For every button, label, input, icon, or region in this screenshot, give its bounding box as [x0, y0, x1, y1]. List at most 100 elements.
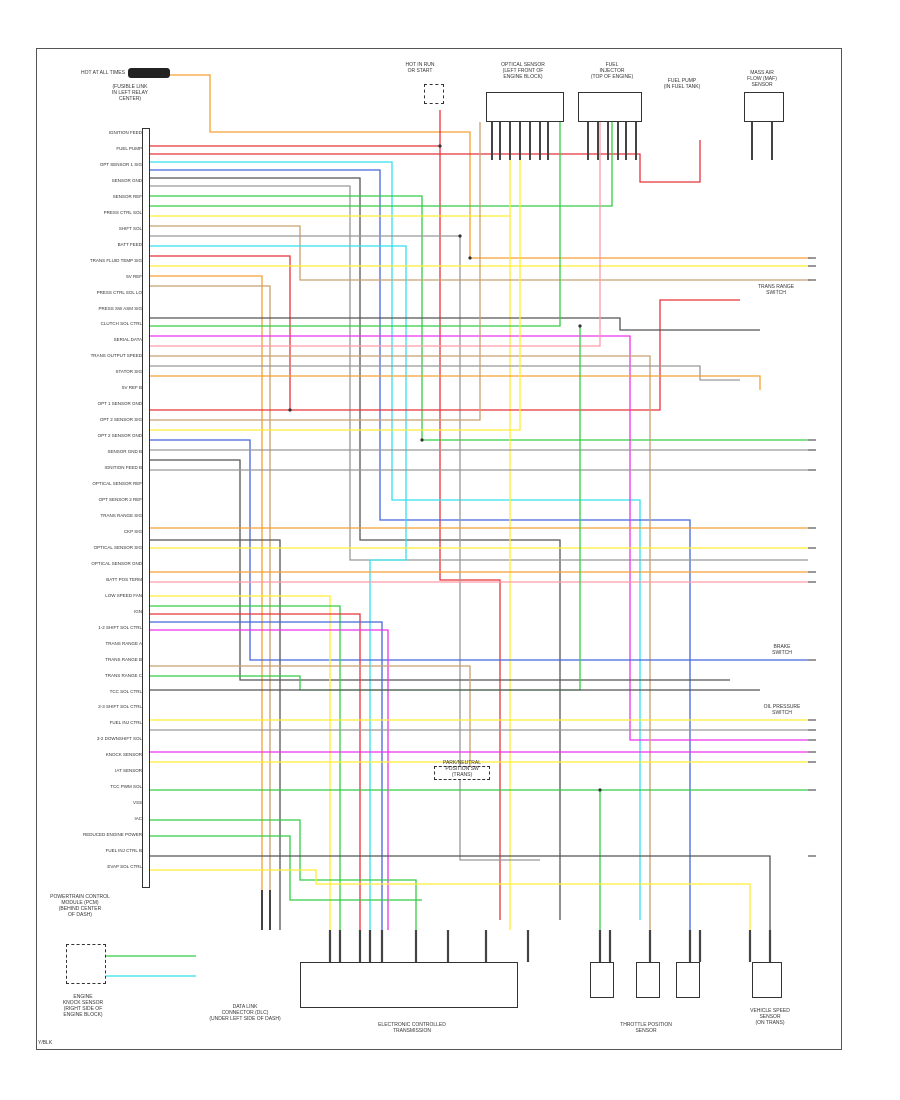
wire-51 — [150, 855, 771, 930]
pcm-pin-label: PRESS CTRL SOL LO — [96, 289, 142, 295]
wire-32 — [150, 539, 281, 930]
pcm-pin-label: TRANS RANGE A — [105, 640, 142, 646]
diagram-frame — [36, 48, 842, 1050]
wire-40 — [150, 629, 389, 930]
pcm-pin-label: 2-3 SHIFT SOL CTRL — [98, 704, 142, 710]
fuel-pump-label: FUEL PUMP (IN FUEL TANK) — [663, 78, 701, 90]
splice-dot-2 — [420, 438, 424, 442]
pcm-pin-label: 5V REF B — [121, 385, 142, 391]
pcm-pin-label: 1-2 SHIFT SOL CTRL — [98, 624, 142, 630]
pcm-pin-label: TRANS RANGE C — [104, 672, 142, 678]
knock-sensor-symbol — [66, 944, 106, 984]
wire-18 — [150, 122, 561, 327]
pcm-pin-label: KNOCK SENSOR — [105, 752, 142, 758]
vehicle-speed-caption: VEHICLE SPEED SENSOR (ON TRANS) — [750, 1008, 790, 1026]
wire-36 — [150, 595, 331, 930]
wire-16 — [150, 285, 271, 930]
fuel-injector-connector — [578, 92, 642, 122]
wire-4 — [150, 169, 691, 930]
pcm-pin-label: OPT 2 SENSOR GND — [97, 433, 142, 439]
pcm-pin-label: REDUCED ENGINE POWER — [82, 832, 142, 838]
wire-29 — [150, 459, 730, 681]
pcm-pin-label: OPT 1 SENSOR GND — [97, 401, 142, 407]
pcm-pin-label: SHIFT SOL — [118, 225, 142, 231]
pcm-pin-label: PRESS SW ASM SIG — [98, 305, 142, 311]
fuel-injector-label: FUEL INJECTOR (TOP OF ENGINE) — [590, 62, 634, 80]
wire-21 — [150, 355, 651, 962]
pcm-pin-label: OPT SENSOR 2 REF — [98, 497, 142, 503]
pcm-caption: POWERTRAIN CONTROL MODULE (PCM) (BEHIND … — [50, 894, 110, 918]
trans-range-switch-label: TRANS RANGE SWITCH — [757, 284, 795, 296]
maf-sensor-connector — [744, 92, 784, 122]
park-neutral-switch — [434, 766, 490, 780]
splice-dot-4 — [288, 408, 292, 412]
wire-8 — [150, 122, 613, 207]
pcm-pin-label: CKP SIG — [123, 528, 142, 534]
pcm-pin-label: OPTICAL SENSOR GND — [91, 560, 142, 566]
pcm-pin-label: TCC PWM SOL — [110, 784, 142, 790]
pcm-pin-label: LOW SPEED FAN — [105, 592, 142, 598]
wire-15 — [150, 275, 263, 930]
pcm-pin-label: SERIAL DATA — [113, 337, 142, 343]
wire-49 — [150, 819, 417, 930]
wire-2 — [150, 140, 701, 183]
pcm-pin-label: SENSOR GND B — [107, 449, 142, 455]
hot-in-run-label: HOT IN RUN OR START — [405, 62, 435, 74]
wire-19 — [150, 335, 808, 741]
wire-22 — [150, 365, 740, 381]
wire-1 — [150, 110, 501, 920]
pcm-pin-label: BATT POS TERM — [106, 576, 142, 582]
wire-52 — [150, 869, 751, 960]
splice-dot-3 — [598, 788, 602, 792]
pcm-pin-label: PRESS CTRL SOL — [103, 209, 142, 215]
pcm-pin-label: FUEL INJ CTRL — [109, 720, 142, 726]
brake-switch-label: BRAKE SWITCH — [772, 644, 792, 656]
pcm-pin-label: SENSOR REF — [112, 193, 142, 199]
wire-20 — [150, 122, 601, 347]
pcm-pin-label: OPT 2 SENSOR SIG — [99, 417, 142, 423]
wire-25 — [150, 122, 481, 421]
pcm-pin-label: VSS — [132, 800, 142, 806]
pcm-pin-label: TRANS RANGE SIG — [100, 512, 142, 518]
tps-sensor-b — [636, 962, 660, 998]
pcm-pin-label: STATOR SIG — [115, 369, 142, 375]
pcm-pin-label: SENSOR GND — [111, 177, 142, 183]
pcm-pin-label: IGNITION FEED B — [104, 465, 142, 471]
wire-23 — [150, 375, 761, 390]
splice-dot-5 — [578, 324, 582, 328]
pcm-pin-label: IAT SENSOR — [115, 768, 142, 774]
wire-26 — [150, 122, 521, 431]
corner-code: Y/BLK — [38, 1040, 53, 1046]
optical-sensor-connector — [486, 92, 564, 122]
pcm-pin-label: OPT SENSOR 1 SIG — [99, 161, 142, 167]
wire-39 — [150, 621, 383, 930]
pcm-pin-label: 3-2 DOWNSHIFT SOL — [96, 736, 142, 742]
pcm-pin-label: OPTICAL SENSOR REF — [92, 481, 142, 487]
pcm-pin-label: TRANS OUTPUT SPEED — [90, 353, 142, 359]
pcm-pin-label: TRANS RANGE B — [105, 656, 142, 662]
wire-5 — [150, 177, 561, 920]
transmission-caption: ELECTRONIC CONTROLLED TRANSMISSION — [378, 1022, 446, 1034]
optical-sensor-label: OPTICAL SENSOR (LEFT FRONT OF ENGINE BLO… — [501, 62, 545, 80]
pcm-pin-label: OPTICAL SENSOR SIG — [93, 544, 142, 550]
wire-3 — [150, 161, 641, 920]
tps-sensor-a — [590, 962, 614, 998]
wire-12 — [150, 245, 407, 930]
splice-dot-1 — [468, 256, 472, 260]
throttle-position-caption: THROTTLE POSITION SENSOR — [620, 1022, 672, 1034]
wire-10 — [150, 225, 810, 281]
ignition-switch-symbol — [424, 84, 444, 104]
pcm-pin-label: TRANS FLUID TEMP SIG — [89, 257, 142, 263]
pcm-pin-label: TCC SOL CTRL — [109, 688, 142, 694]
pcm-pin-label: 5V REF — [126, 273, 142, 279]
pcm-pin-label: IGNITION FEED — [108, 130, 142, 135]
knock-sensor-caption: ENGINE KNOCK SENSOR (RIGHT SIDE OF ENGIN… — [62, 994, 104, 1018]
battery-fuse-symbol — [128, 68, 170, 78]
pcm-pin-label: FUEL INJ CTRL B — [105, 848, 142, 854]
wire-50 — [150, 835, 422, 901]
pcm-pin-label: IAC — [134, 816, 142, 822]
pcm-pin-label: IGN — [133, 608, 142, 614]
wire-6 — [150, 185, 808, 561]
pcm-pin-label: EVAP SOL CTRL — [107, 864, 142, 870]
splice-dot-0 — [438, 144, 442, 148]
